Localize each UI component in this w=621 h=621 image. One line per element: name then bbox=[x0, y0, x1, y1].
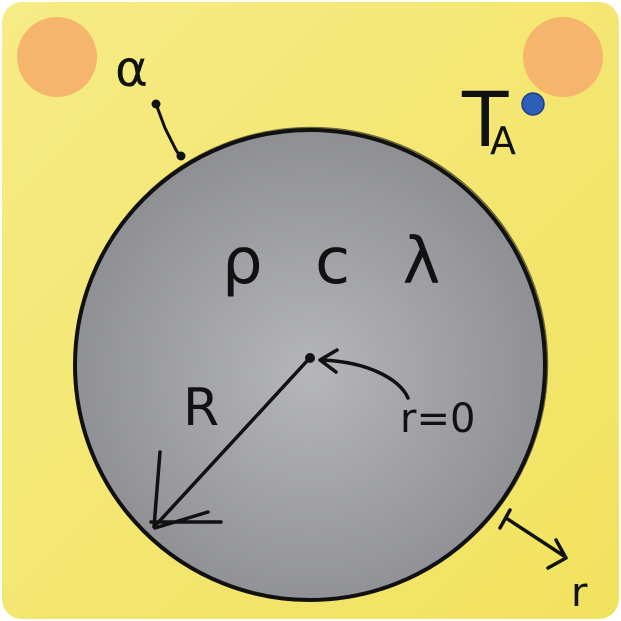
radial-coordinate-label: r bbox=[571, 570, 588, 616]
sphere-body bbox=[73, 128, 547, 602]
alpha-label: α bbox=[115, 40, 148, 98]
radial-arrow-head bbox=[546, 538, 568, 570]
ambient-temperature-subscript: A bbox=[490, 119, 516, 163]
center-pointer-arrow bbox=[320, 358, 410, 400]
sphere-outline-sketch bbox=[73, 126, 549, 602]
alpha-leader-dot-bottom bbox=[176, 151, 186, 161]
center-pointer-arrowhead bbox=[318, 348, 339, 374]
radius-line bbox=[153, 359, 309, 528]
ambient-temperature-label: T bbox=[461, 75, 509, 164]
radius-arrowhead bbox=[149, 450, 223, 530]
sun-circle-left bbox=[17, 17, 97, 97]
radial-arrow-shaft bbox=[504, 516, 566, 558]
radius-label: R bbox=[183, 378, 219, 438]
material-properties-label: ρ c λ bbox=[222, 225, 456, 299]
center-label: r=0 bbox=[400, 396, 475, 442]
alpha-leader-dot-top bbox=[151, 99, 161, 109]
ambient-point-dot bbox=[521, 92, 545, 116]
sun-circle-right bbox=[523, 17, 603, 97]
